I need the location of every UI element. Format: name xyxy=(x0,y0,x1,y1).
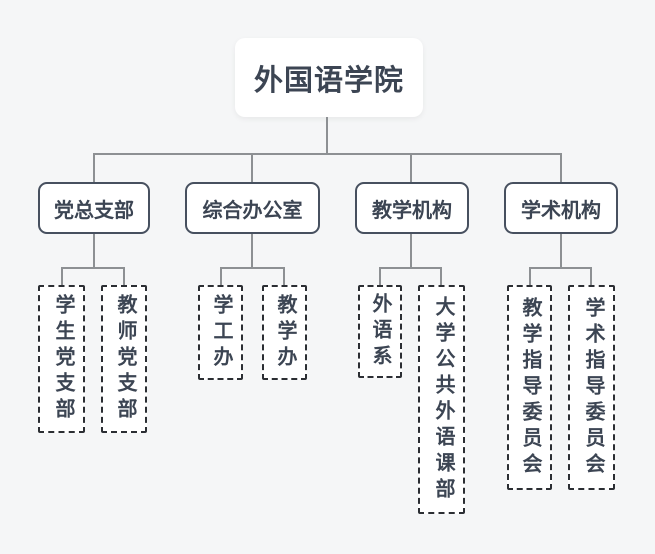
org-node-academic-institutions: 学术机构 xyxy=(504,182,618,234)
connector-drop-teaching-affairs-office xyxy=(283,267,285,285)
org-node-party-general-branch: 党总支部 xyxy=(38,182,150,234)
connector-drop-teaching-institutions xyxy=(410,153,412,182)
connector-drop-general-office xyxy=(251,153,253,182)
connector-drop-student-party-branch xyxy=(61,267,63,285)
connector-bar-academic-institutions xyxy=(529,267,592,269)
connector-drop-student-affairs-office xyxy=(220,267,222,285)
connector-level2-bar xyxy=(93,153,562,155)
connector-drop-teacher-party-branch xyxy=(123,267,125,285)
connector-drop-academic-institutions xyxy=(560,153,562,182)
org-node-general-office: 综合办公室 xyxy=(185,182,320,234)
org-node-teacher-party-branch: 教师党支部 xyxy=(101,285,147,433)
connector-feed-academic-institutions xyxy=(560,234,562,268)
connector-bar-teaching-institutions xyxy=(379,267,442,269)
org-node-teaching-affairs-office: 教学办 xyxy=(262,285,307,380)
connector-feed-teaching-institutions xyxy=(410,234,412,268)
connector-drop-foreign-languages-department xyxy=(379,267,381,285)
connector-drop-academic-steering-committee xyxy=(590,267,592,285)
connector-feed-party-general-branch xyxy=(93,234,95,268)
org-node-root: 外国语学院 xyxy=(235,38,423,117)
org-node-teaching-steering-committee: 教学指导委员会 xyxy=(507,285,552,490)
connector-drop-college-public-foreign-language-dept xyxy=(440,267,442,285)
connector-root-feed xyxy=(326,117,328,154)
connector-drop-teaching-steering-committee xyxy=(529,267,531,285)
org-node-college-public-foreign-language-dept: 大学公共外语课部 xyxy=(418,285,465,514)
org-node-student-affairs-office: 学工办 xyxy=(198,285,243,380)
connector-bar-general-office xyxy=(220,267,285,269)
org-node-student-party-branch: 学生党支部 xyxy=(38,285,85,433)
org-node-foreign-languages-department: 外语系 xyxy=(358,285,402,378)
connector-bar-party-general-branch xyxy=(61,267,125,269)
org-node-teaching-institutions: 教学机构 xyxy=(355,182,469,234)
connector-feed-general-office xyxy=(251,234,253,268)
org-node-academic-steering-committee: 学术指导委员会 xyxy=(568,285,615,490)
connector-drop-party-general-branch xyxy=(93,153,95,182)
